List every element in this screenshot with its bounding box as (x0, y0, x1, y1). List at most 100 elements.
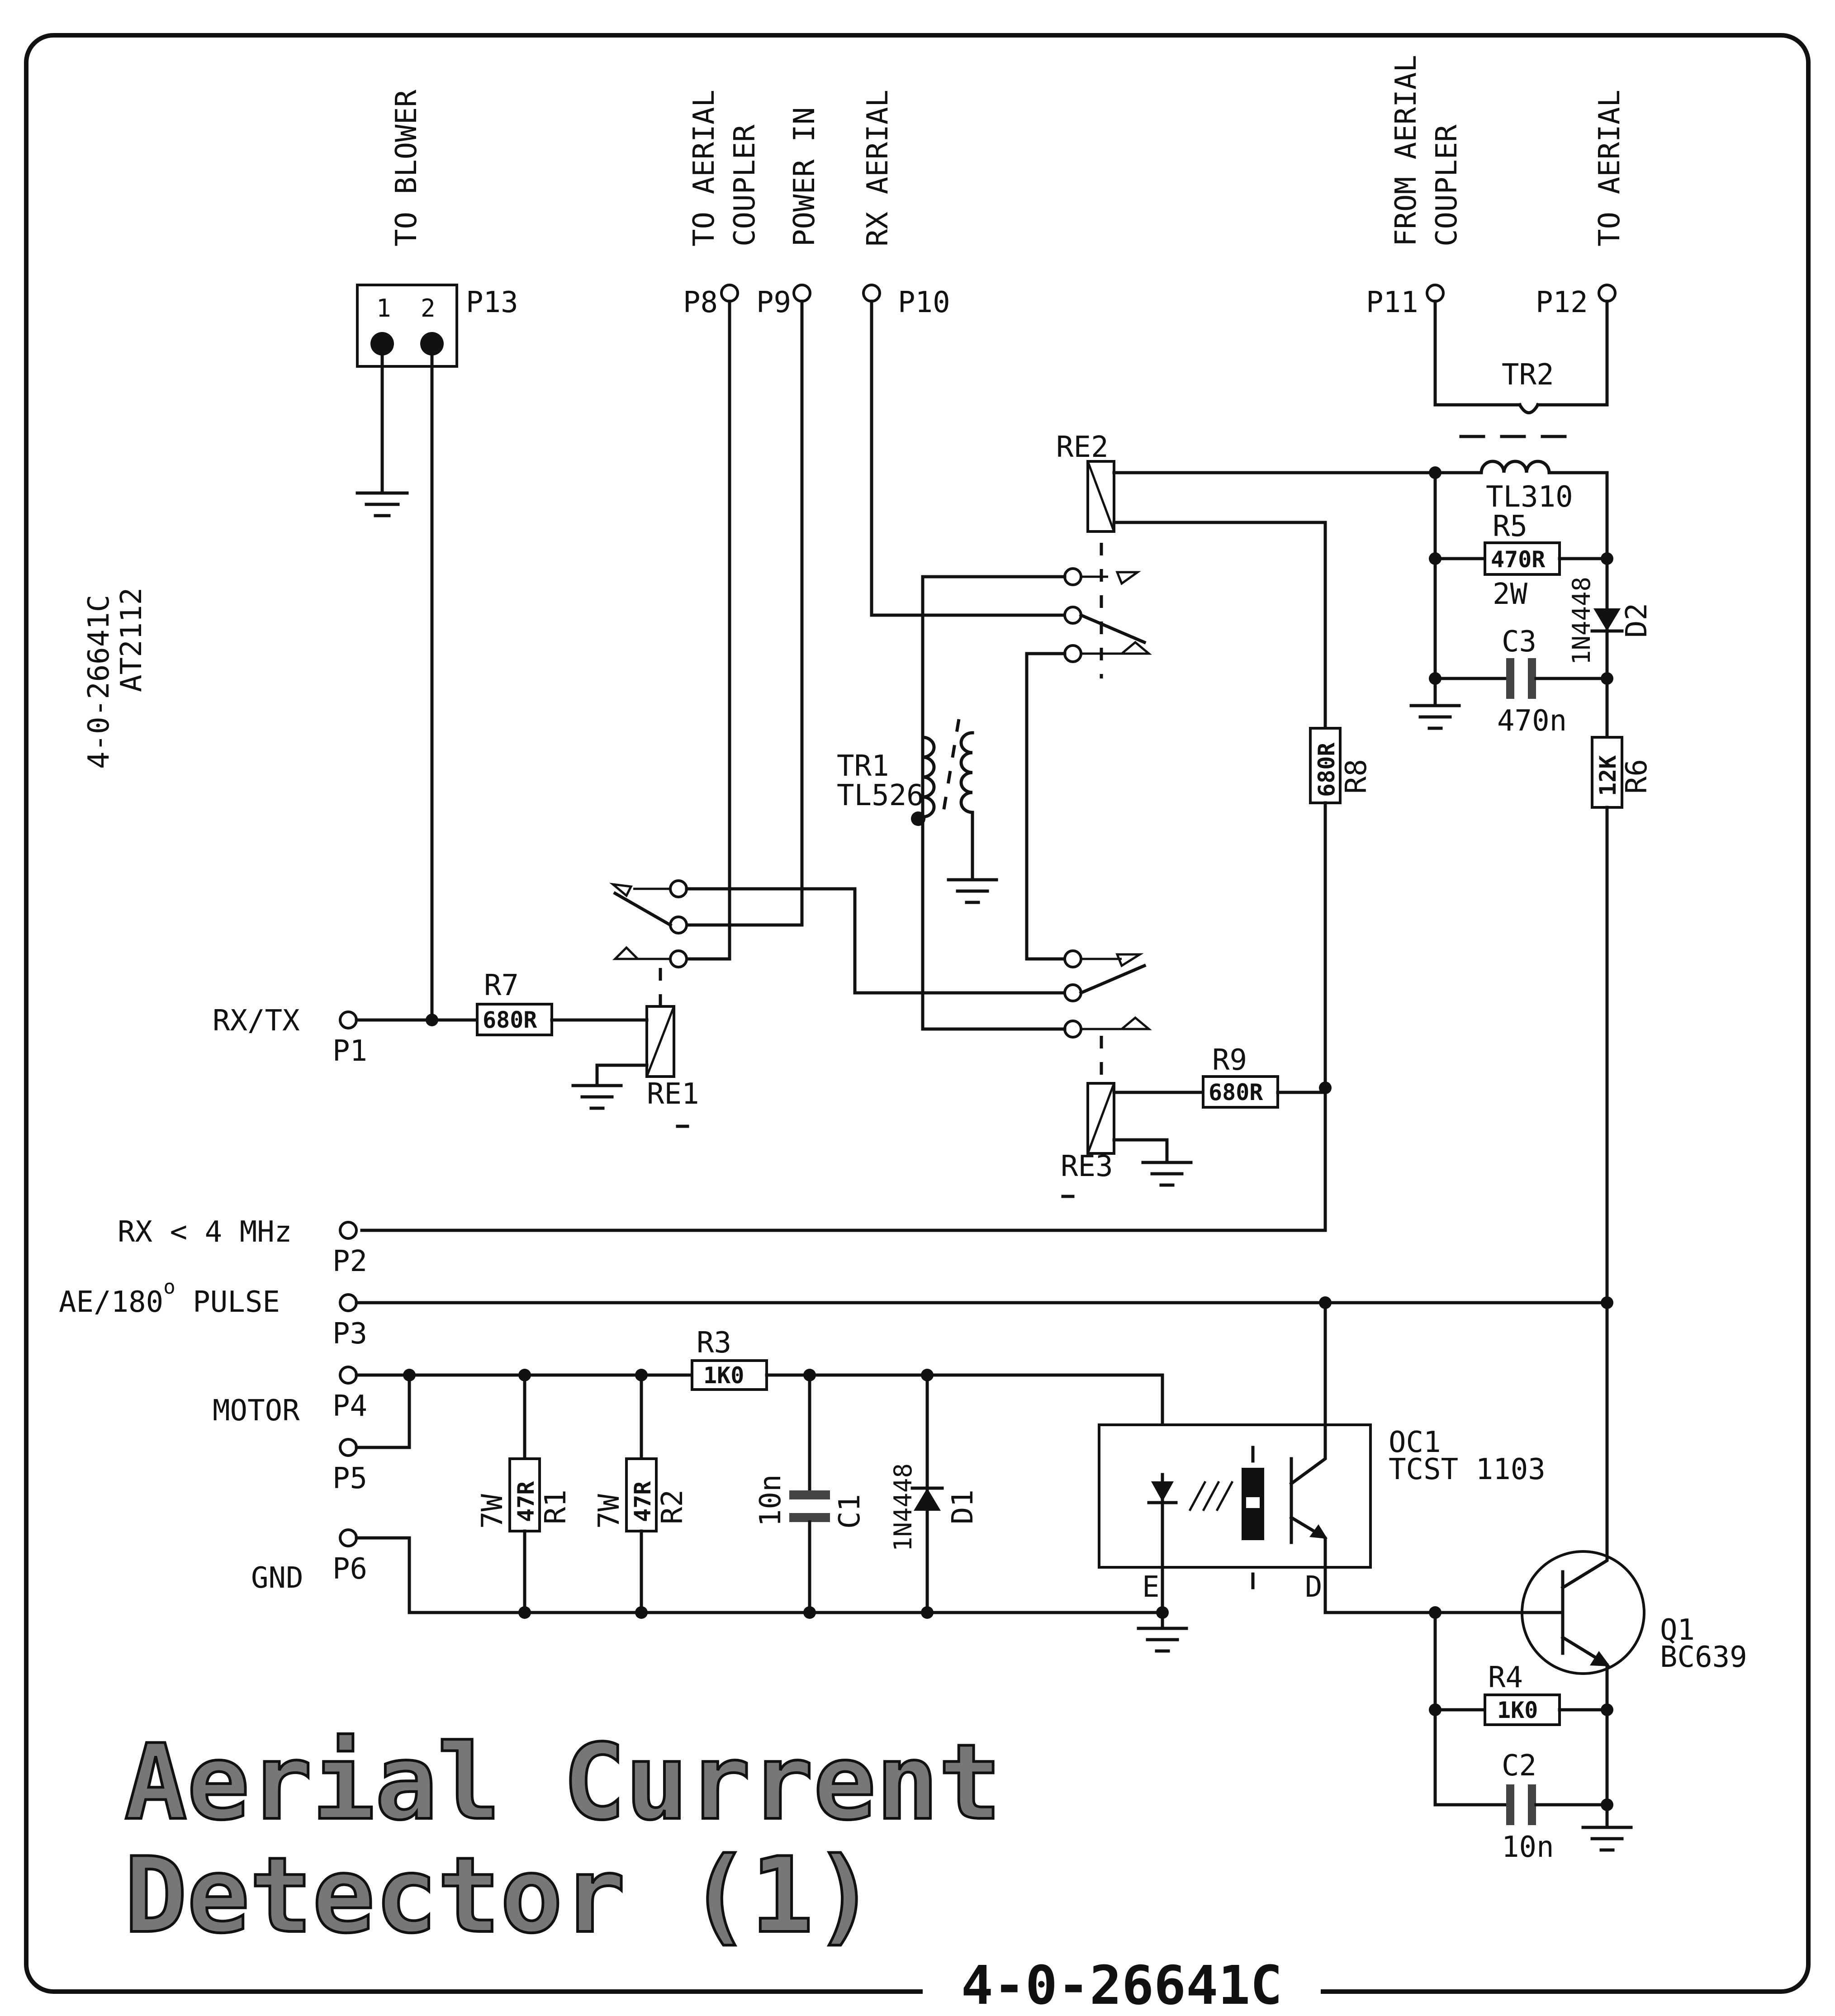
junction (1156, 1606, 1169, 1619)
re1-coil-ground-wire (595, 1063, 649, 1087)
p13-connector-body (356, 284, 458, 368)
p11-pin-label: P11 (1366, 286, 1418, 319)
re2-no-stop (1081, 640, 1152, 655)
re3-coil-diag (1086, 1083, 1115, 1154)
oc1-emitter (1289, 1515, 1437, 1614)
d2-part: 1N4448 (1567, 577, 1596, 665)
tr2-primary-loop (1517, 403, 1540, 414)
p12-wire (1536, 299, 1609, 407)
p9-wire (677, 299, 804, 927)
p12-label: TO AERIAL (1593, 90, 1626, 247)
p11-label-line1: FROM AERIAL (1389, 55, 1423, 247)
p8-pin-label: P8 (683, 286, 718, 319)
p4-label: MOTOR (213, 1394, 300, 1428)
re2-contact-no (1063, 644, 1082, 663)
p13-pin2-label: 2 (421, 294, 436, 323)
p11-label-line2: COUPLER (1430, 124, 1464, 247)
junction (1429, 552, 1441, 565)
r1-value: 47R (513, 1481, 539, 1522)
re1-contact-no (669, 949, 688, 968)
p10-wire (870, 299, 1075, 617)
side-label-number: 4-0-26641C (82, 595, 116, 769)
p2-label: RX < 4 MHz (118, 1215, 292, 1249)
r7-value: 680R (483, 1007, 537, 1033)
p2-pin-label: P2 (332, 1245, 367, 1278)
r8-wire-bottom (360, 801, 1327, 1232)
p13-pin1-label: 1 (376, 294, 391, 323)
re2-coil-diag (1086, 461, 1115, 532)
p10-pin-label: P10 (898, 286, 950, 319)
r8-value: 680R (1313, 742, 1340, 797)
p3-pin (339, 1293, 358, 1312)
side-label: 4-0-26641C AT2112 (82, 588, 148, 769)
oc1-detector-label: D (1305, 1570, 1323, 1604)
tl310-right-wire (1547, 471, 1609, 560)
r8-label: R8 (1340, 759, 1373, 794)
tr1-upper-wire (921, 575, 1067, 821)
p13-label: TO BLOWER (390, 90, 423, 247)
c1-value: 10n (754, 1474, 787, 1527)
r2-value: 47R (630, 1481, 656, 1522)
re2-nc-stop (1081, 571, 1141, 585)
ground-icon (947, 878, 998, 904)
d2-diode-icon (1593, 608, 1621, 631)
p8-wire (677, 299, 731, 961)
tl310-coil (1479, 460, 1551, 474)
re2-label: RE2 (1056, 431, 1109, 464)
tl310-label: TL310 (1486, 480, 1573, 514)
r5-label: R5 (1493, 510, 1527, 543)
q1-emitter-arrow (1590, 1651, 1610, 1666)
oc1-label: OC1 (1389, 1426, 1441, 1459)
re3-label: RE3 (1061, 1150, 1113, 1183)
r6-label: R6 (1620, 759, 1654, 794)
re3-nc-stop (1081, 953, 1144, 968)
ground-icon (1141, 1161, 1193, 1187)
junction (635, 1369, 648, 1381)
re2-contact-nc (1063, 567, 1082, 586)
p9-label: POWER IN (788, 107, 821, 247)
r3-body (691, 1359, 768, 1391)
q1-label: Q1 (1660, 1613, 1695, 1647)
re3-ground-wire (1112, 1138, 1169, 1164)
d1-part: 1N4448 (889, 1463, 917, 1551)
r9-label: R9 (1212, 1044, 1247, 1077)
d1-diode-icon (914, 1488, 941, 1511)
junction (803, 1606, 816, 1619)
oc1-led-icon (1151, 1481, 1174, 1502)
junction (518, 1369, 531, 1381)
oc1-light-arrows (1188, 1480, 1234, 1512)
tr2-label: TR2 (1502, 358, 1554, 392)
p6-pin (339, 1528, 358, 1547)
r9-value: 680R (1209, 1079, 1263, 1105)
re1-no-stop (612, 946, 670, 960)
d1-label: D1 (946, 1489, 980, 1524)
p1-label: RX/TX (213, 1004, 300, 1038)
r7-body (476, 1003, 553, 1036)
p5-pin-label: P5 (332, 1462, 367, 1495)
c1-plate-bottom (789, 1513, 830, 1522)
oc1-collector (1289, 1301, 1327, 1486)
p9-pin-label: P9 (756, 286, 791, 319)
border-frame (24, 33, 1811, 1994)
junction (635, 1606, 648, 1619)
q1-collector (1560, 1310, 1609, 1590)
r2-rating: 7W (593, 1494, 626, 1529)
tr1-label: TR1 (837, 749, 889, 783)
q1-base-rail (1433, 1611, 1508, 1807)
p11-pin (1426, 284, 1445, 303)
p8-pin (720, 284, 739, 303)
re3-contact-nc (1063, 949, 1082, 968)
oc1-body (1098, 1423, 1372, 1569)
r2-body (625, 1457, 658, 1532)
p6-label: GND (251, 1561, 303, 1595)
ground-icon (1409, 704, 1461, 730)
title-line-1: Aerial Current (124, 1722, 1001, 1843)
oc1-emitter-arrow (1309, 1524, 1328, 1539)
junction (1429, 466, 1441, 479)
c2-value: 10n (1502, 1831, 1554, 1864)
p8-label-line1: TO AERIAL (688, 90, 721, 247)
re2-switch-arm (1079, 613, 1147, 645)
footer-drawing-number: 4-0-26641C (961, 1954, 1282, 2016)
re3-contact-common (1063, 983, 1082, 1002)
r4-value: 1K0 (1497, 1697, 1538, 1723)
